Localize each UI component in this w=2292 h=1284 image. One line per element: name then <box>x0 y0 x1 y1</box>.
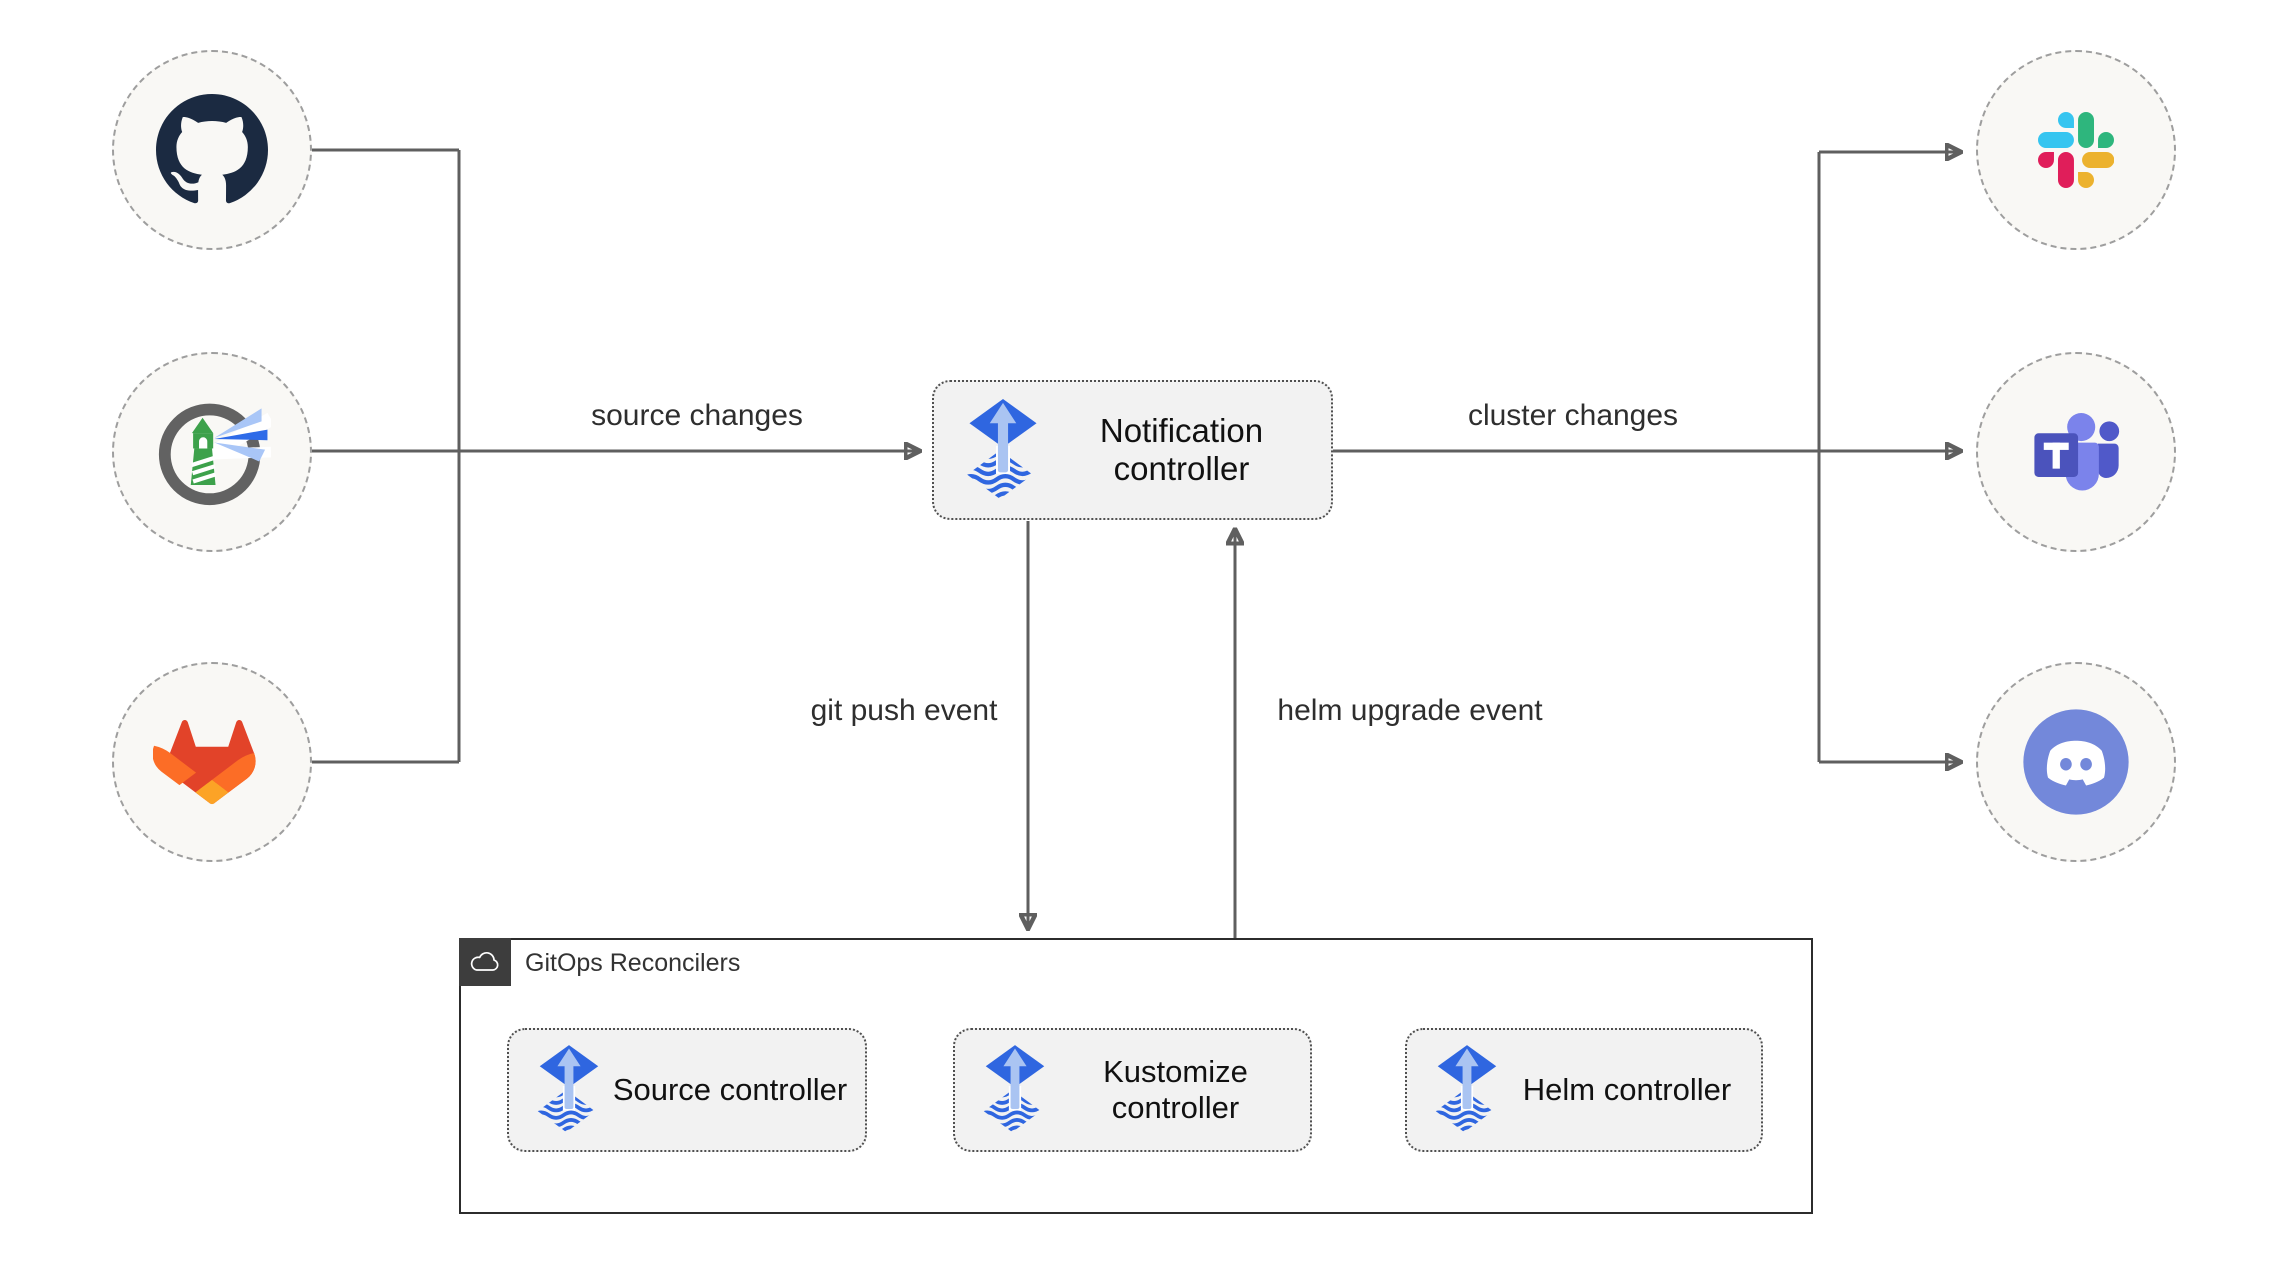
container-title: GitOps Reconcilers <box>525 948 741 977</box>
github-node <box>112 50 312 250</box>
gitlab-node <box>112 662 312 862</box>
harbor-node <box>112 352 312 552</box>
harbor-icon <box>153 393 271 511</box>
helm-controller-node: Helm controller <box>1405 1028 1763 1152</box>
edge-label-helm-upgrade-event: helm upgrade event <box>1277 694 1543 727</box>
cloud-icon <box>468 950 502 974</box>
discord-icon <box>2020 706 2132 818</box>
teams-node <box>1976 352 2176 552</box>
kustomize-controller-node: Kustomize controller <box>953 1028 1312 1152</box>
flux-icon <box>1433 1045 1501 1135</box>
flux-icon <box>981 1045 1049 1135</box>
slack-icon <box>2038 112 2114 188</box>
slack-node <box>1976 50 2176 250</box>
gitlab-icon <box>153 712 271 812</box>
node-label: Source controller <box>612 1072 848 1108</box>
discord-node <box>1976 662 2176 862</box>
github-icon <box>156 94 268 206</box>
source-controller-node: Source controller <box>507 1028 867 1152</box>
node-label: Notification controller <box>1099 411 1264 487</box>
microsoft-teams-icon <box>2024 406 2128 498</box>
edge-label-git-push-event: git push event <box>810 694 998 727</box>
edge-label-source-changes: source changes <box>591 399 803 432</box>
flux-icon <box>964 399 1042 502</box>
container-header-tab <box>458 937 511 986</box>
notification-controller-node: Notification controller <box>932 380 1333 520</box>
node-label: Helm controller <box>1522 1072 1732 1108</box>
flux-icon <box>535 1045 603 1135</box>
node-label: Kustomize controller <box>1103 1054 1248 1125</box>
edge-label-cluster-changes: cluster changes <box>1467 399 1679 432</box>
